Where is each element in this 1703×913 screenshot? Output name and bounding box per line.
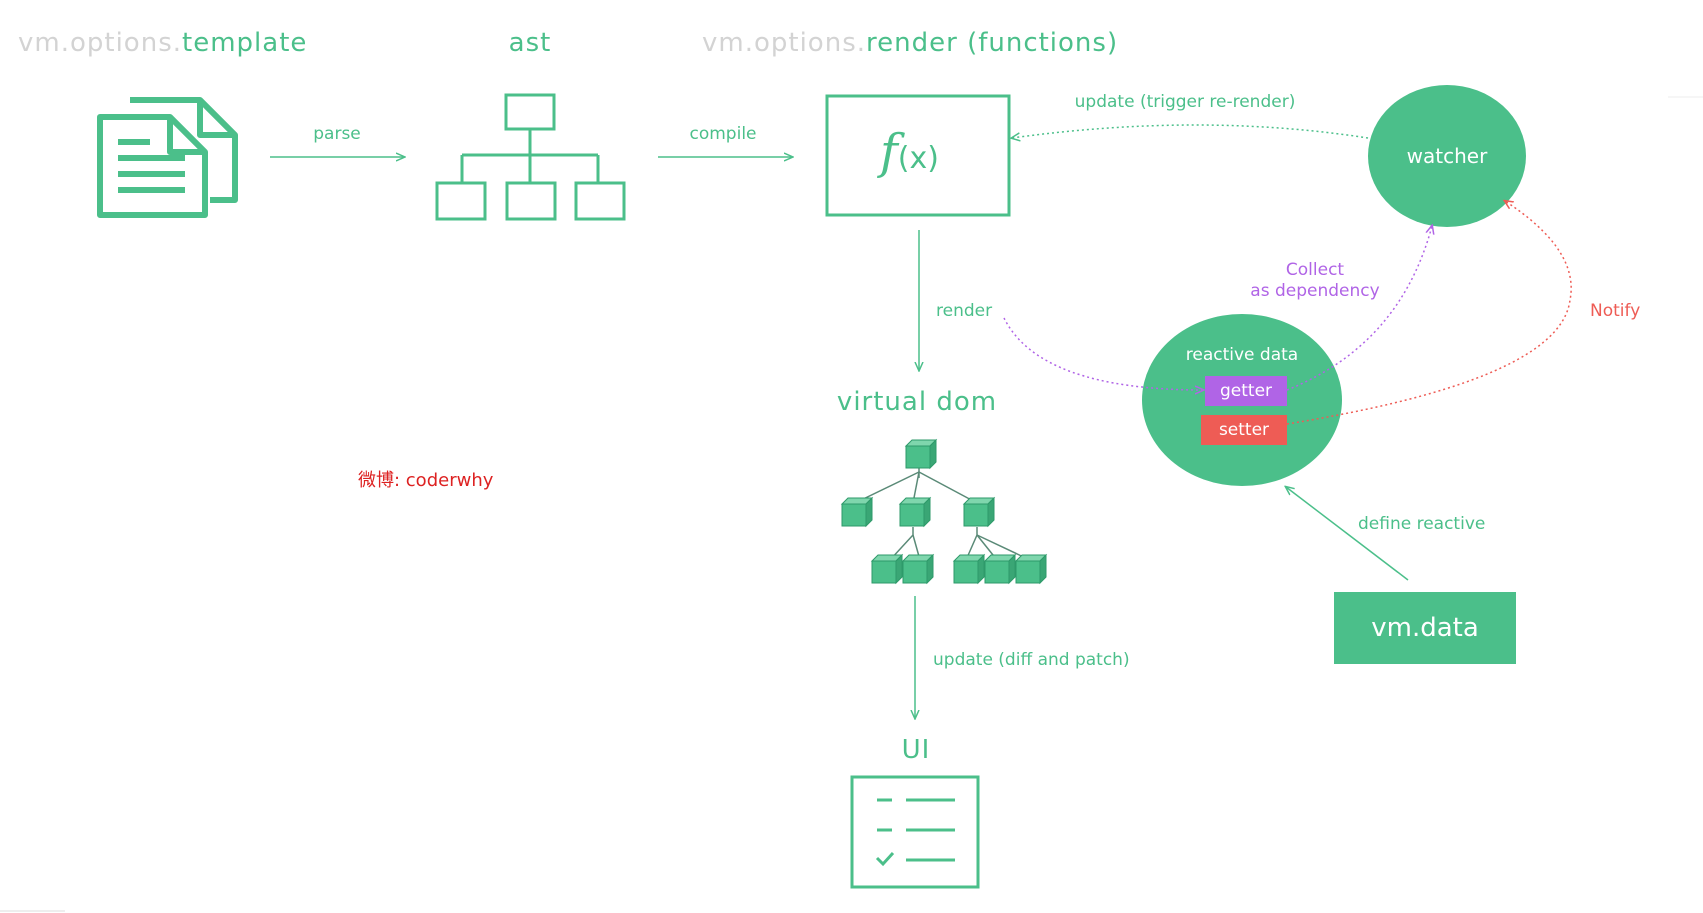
function-x: (x) [897, 141, 939, 176]
define-reactive-arrow [1286, 487, 1409, 581]
render-to-getter-arrow [1003, 317, 1203, 390]
function-symbol: f(x) [880, 124, 939, 180]
weibo-watermark: 微博: coderwhy [358, 470, 494, 491]
template-title-prefix: vm.options. [18, 28, 183, 58]
documents-icon [97, 97, 238, 218]
collect-label-line1: Collect [1285, 260, 1345, 280]
getter-box [1205, 376, 1287, 406]
compile-label: compile [689, 124, 757, 144]
notify-label: Notify [1590, 301, 1641, 321]
diff-patch-label: update (diff and patch) [933, 650, 1130, 670]
notify-arrow [1286, 201, 1572, 425]
parse-label: parse [313, 124, 361, 144]
setter-box [1201, 415, 1287, 445]
ast-title: ast [508, 28, 552, 58]
vm-data-label: vm.data [1371, 613, 1479, 643]
render-function-box [825, 94, 1011, 217]
collect-label-line2: as dependency [1250, 281, 1380, 301]
define-reactive-label: define reactive [1358, 514, 1486, 534]
render-label: render [936, 301, 993, 321]
render-title: vm.options.render (functions) [702, 28, 1118, 58]
ui-checklist-icon [850, 775, 980, 889]
watcher-node [1368, 85, 1526, 227]
update-rerender-label: update (trigger re-render) [1074, 92, 1296, 112]
ui-title: UI [901, 735, 931, 765]
virtual-dom-title: virtual dom [836, 387, 998, 417]
render-title-main: render (functions) [866, 28, 1119, 58]
render-title-prefix: vm.options. [702, 28, 867, 58]
virtual-dom-tree-icon [840, 438, 1048, 585]
update-rerender-arrow [1012, 124, 1369, 138]
reactive-data-label: reactive data [1185, 345, 1299, 365]
vm-data-node [1334, 592, 1516, 664]
template-title: vm.options.template [18, 28, 307, 58]
watcher-label: watcher [1406, 144, 1488, 168]
ast-tree-icon [435, 93, 626, 221]
getter-label: getter [1219, 381, 1273, 401]
template-title-main: template [182, 28, 308, 58]
setter-label: setter [1218, 420, 1270, 440]
function-f: f [880, 124, 898, 180]
